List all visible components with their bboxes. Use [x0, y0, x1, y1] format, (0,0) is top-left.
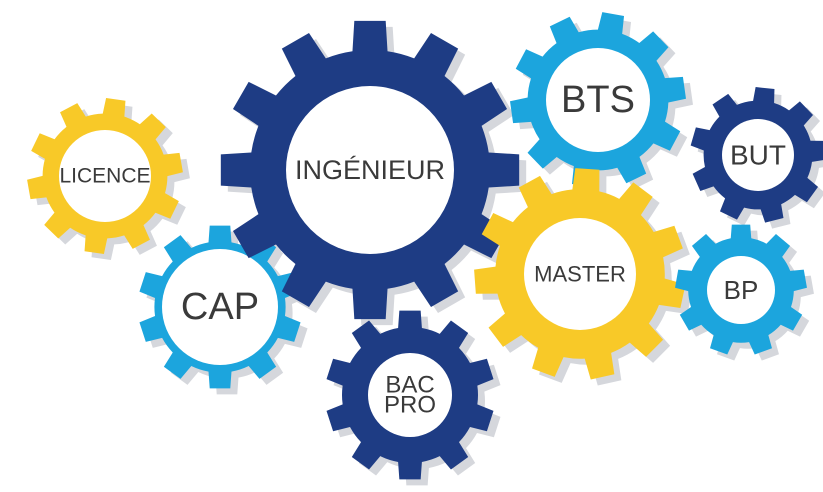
- gear-hub: [722, 119, 794, 191]
- gear-hub: [162, 249, 278, 365]
- gear-bp: BP: [675, 224, 807, 355]
- gear-label-but: BUT: [730, 140, 786, 171]
- gear-label-bts: BTS: [561, 79, 635, 121]
- gear-label-licence: LICENCE: [59, 165, 150, 188]
- gear-but: BUT: [690, 87, 823, 223]
- gear-label-cap: CAP: [181, 286, 259, 328]
- gear-licence: LICENCE: [27, 98, 183, 254]
- gear-label-master: MASTER: [534, 262, 626, 287]
- gear-hub: [59, 130, 151, 222]
- gear-hub: [286, 86, 454, 254]
- gear-label-ingenieur: INGÉNIEUR: [295, 155, 445, 185]
- gear-label-bac-pro-2: PRO: [384, 392, 436, 419]
- gear-cap: CAP: [139, 225, 301, 389]
- gear-label-bac-pro-1: BAC: [385, 372, 434, 399]
- gear-bts: BTS: [510, 12, 686, 188]
- gear-ingenieur: INGÉNIEUR: [220, 20, 520, 320]
- gear-hub: [524, 218, 636, 330]
- gear-master: MASTER: [474, 168, 686, 380]
- gear-hub: [546, 48, 650, 152]
- gear-label-bp: BP: [724, 275, 759, 305]
- gear-hub: [368, 353, 452, 437]
- gear-hub: [707, 256, 775, 324]
